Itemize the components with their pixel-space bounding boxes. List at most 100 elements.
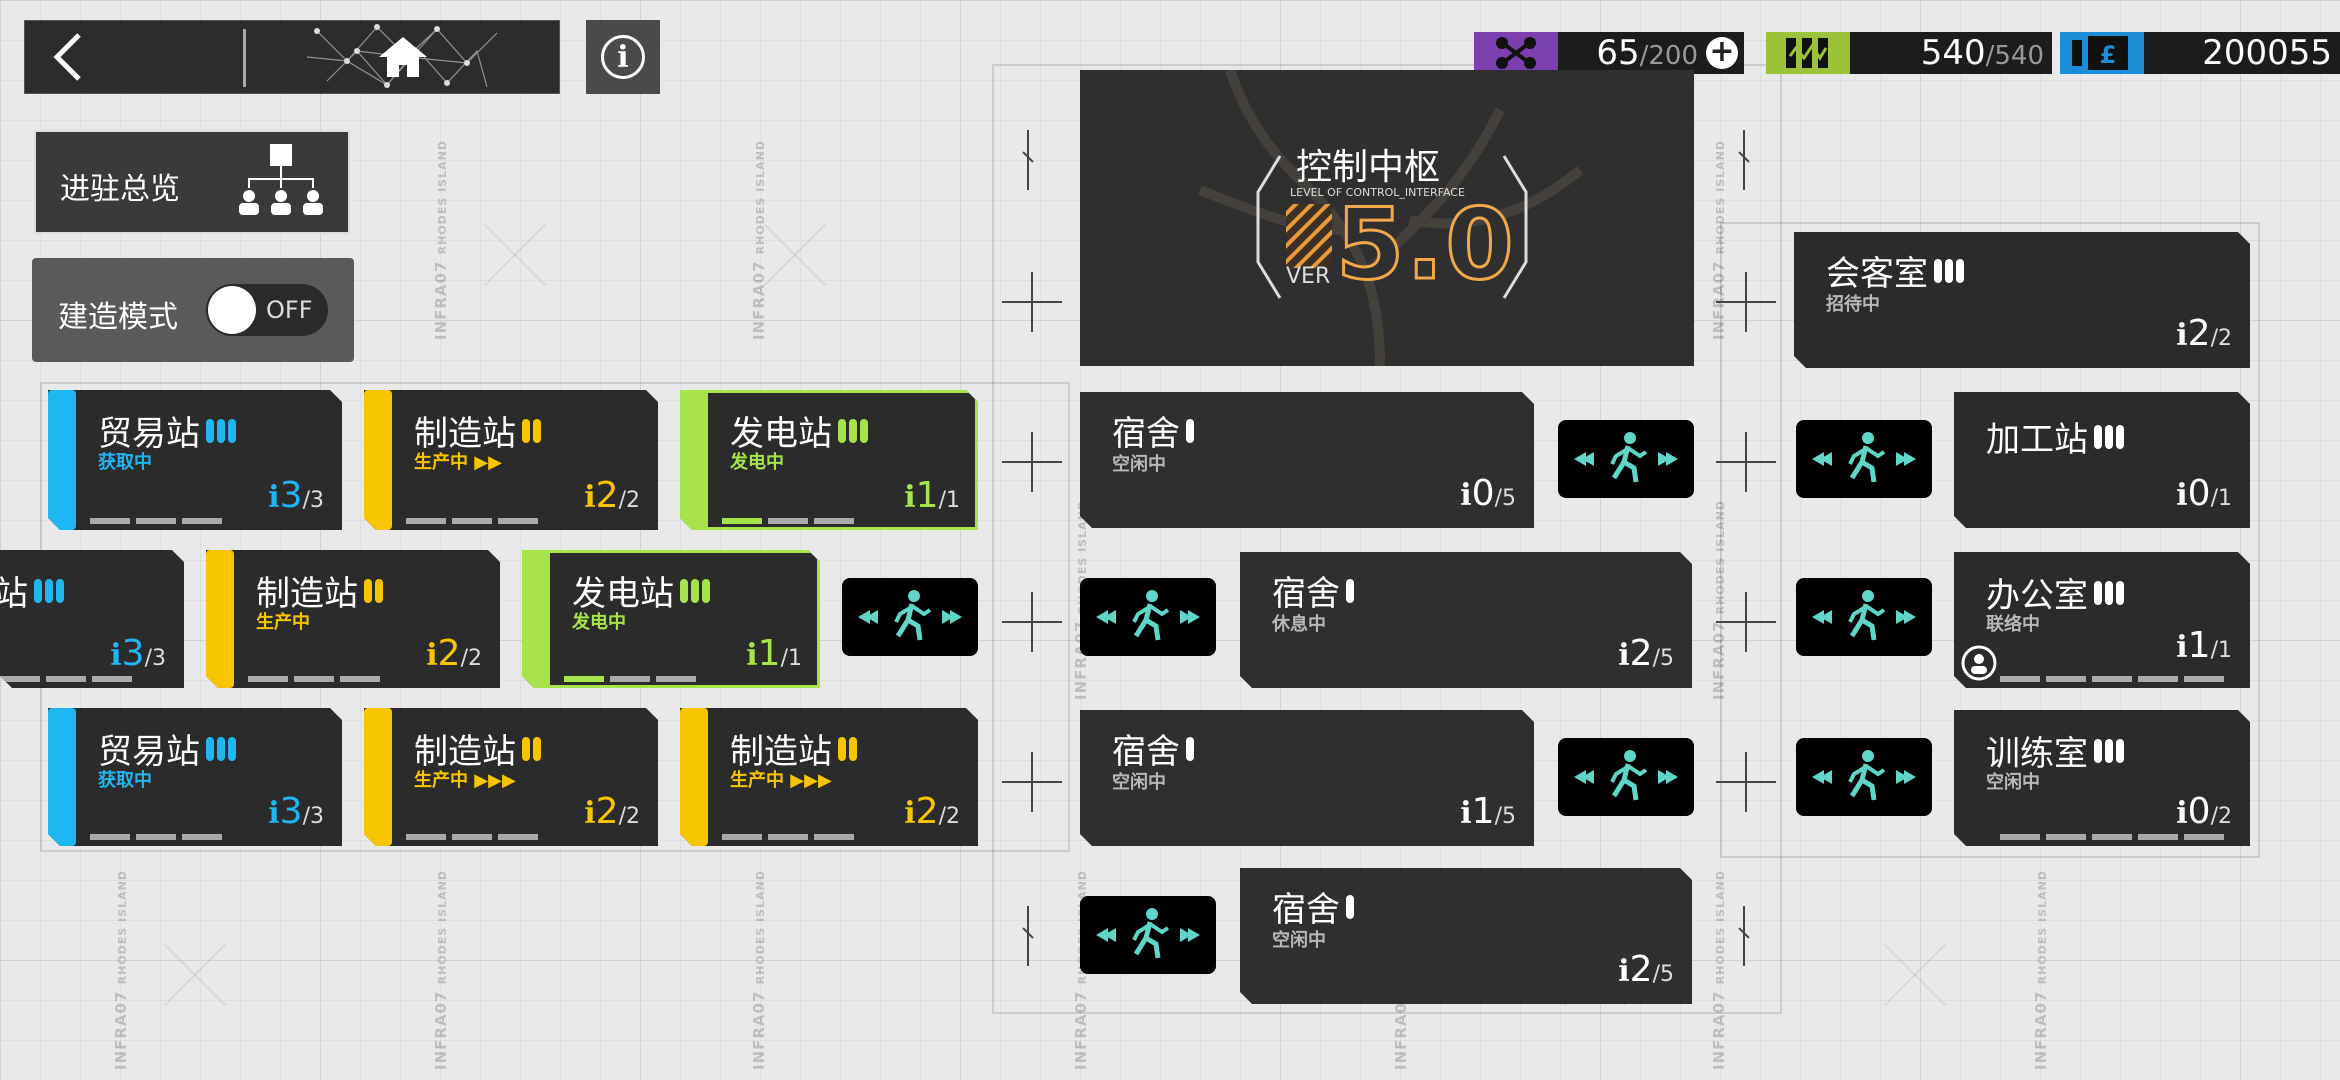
- lmd-resource: £ 200055: [2060, 32, 2340, 74]
- operator-count: i2/2: [904, 791, 960, 832]
- room-name: 制造站: [730, 724, 857, 773]
- build-mode-panel: 建造模式 OFF: [32, 258, 354, 362]
- corridor-stairs[interactable]: [1796, 578, 1932, 656]
- background-x-mark: [760, 220, 830, 290]
- level-pips: [838, 737, 857, 761]
- room-factory[interactable]: 制造站 生产中 i2/2: [206, 550, 500, 688]
- stairs-runner-icon: [1574, 750, 1678, 801]
- build-mode-label: 建造模式: [58, 300, 178, 335]
- room-dormitory[interactable]: 宿舍 空闲中 i1/5: [1080, 710, 1534, 846]
- add-drones-button[interactable]: +: [1706, 37, 1738, 69]
- room-name: 宿舍: [1112, 724, 1194, 773]
- background-x-mark: [1880, 940, 1950, 1010]
- frame-cross: [1716, 752, 1776, 812]
- room-status: 生产中: [256, 612, 310, 633]
- room-factory[interactable]: 制造站 生产中 ▶▶▶ i2/2: [364, 708, 658, 846]
- overview-label: 进驻总览: [60, 172, 180, 207]
- room-name: 会客室: [1826, 246, 1964, 295]
- home-button[interactable]: [247, 21, 559, 93]
- control-center-room[interactable]: 控制中枢 LEVEL OF CONTROL_INTERFACE VER 5.0: [1080, 70, 1694, 366]
- corridor-stairs[interactable]: [1080, 896, 1216, 974]
- room-power-plant[interactable]: 发电站 发电中 i1/1: [680, 390, 978, 530]
- room-color-stripe: [48, 390, 76, 530]
- room-dormitory[interactable]: 宿舍 空闲中 i0/5: [1080, 392, 1534, 528]
- control-level: 5.0: [1335, 187, 1516, 304]
- level-pips: [2094, 425, 2124, 449]
- operator-slots: [90, 518, 222, 524]
- room-workshop[interactable]: 加工站 i0/1: [1954, 392, 2250, 528]
- info-button[interactable]: i: [586, 20, 660, 94]
- frame-cross: [1002, 752, 1062, 812]
- frame-tick: [1734, 906, 1754, 966]
- watermark: INFRA07 RHODES ISLAND: [750, 870, 768, 1070]
- stairs-runner-icon: [858, 590, 962, 641]
- corridor-stairs[interactable]: [1558, 738, 1694, 816]
- room-name: 宿舍: [1272, 882, 1354, 931]
- room-power-plant[interactable]: 发电站 发电中 i1/1: [522, 550, 820, 688]
- frame-cross: [1716, 592, 1776, 652]
- drone-resource[interactable]: 65/200 +: [1474, 32, 1744, 74]
- nav-divider: [243, 29, 246, 87]
- control-subtitle: LEVEL OF CONTROL_INTERFACE: [1290, 186, 1465, 199]
- build-mode-toggle[interactable]: OFF: [206, 284, 328, 336]
- operator-count: i3/3: [268, 475, 324, 516]
- corridor-stairs[interactable]: [1558, 420, 1694, 498]
- room-office[interactable]: 办公室 联络中 i1/1: [1954, 552, 2250, 688]
- level-hatch: [1286, 204, 1332, 268]
- room-status: 空闲中: [1986, 772, 2040, 793]
- home-icon: [379, 37, 427, 77]
- lmd-icon: £: [2060, 32, 2144, 74]
- power-resource: 540/540: [1766, 32, 2052, 74]
- operator-slots: [0, 676, 132, 682]
- corridor-stairs[interactable]: [1796, 420, 1932, 498]
- frame-cross: [1716, 432, 1776, 492]
- bracket-right-icon: [1502, 155, 1528, 299]
- room-training[interactable]: 训练室 空闲中 i0/2: [1954, 710, 2250, 846]
- corridor-stairs[interactable]: [1796, 738, 1932, 816]
- operator-icon: i: [268, 480, 280, 515]
- corridor-stairs[interactable]: [842, 578, 978, 656]
- overview-button[interactable]: 进驻总览: [34, 130, 350, 234]
- room-reception[interactable]: 会客室 招待中 i2/2: [1794, 232, 2250, 368]
- tree-graphic: [1198, 70, 1584, 366]
- room-status: 生产中 ▶▶▶: [730, 770, 832, 791]
- room-color-stripe: [522, 550, 550, 688]
- room-trade-station[interactable]: 贸易站 获取中 i3/3: [48, 390, 342, 530]
- drone-icon: [1474, 32, 1558, 74]
- toggle-knob: [208, 286, 256, 334]
- room-status: 招待中: [1826, 294, 1880, 315]
- operator-count: i2/2: [584, 475, 640, 516]
- watermark: INFRA07 RHODES ISLAND: [432, 140, 450, 340]
- level-pips: [838, 419, 868, 443]
- room-dormitory[interactable]: 宿舍 休息中 i2/5: [1240, 552, 1692, 688]
- level-pips: [2094, 739, 2124, 763]
- drone-count: 65/200: [1596, 33, 1698, 73]
- operator-count: i2/2: [2176, 313, 2232, 354]
- operator-slots: [2000, 834, 2224, 840]
- operator-slots: [406, 518, 538, 524]
- room-factory[interactable]: 制造站 生产中 ▶▶ i2/2: [364, 390, 658, 530]
- back-button[interactable]: [25, 21, 243, 93]
- room-dormitory[interactable]: 宿舍 空闲中 i2/5: [1240, 868, 1692, 1004]
- room-name: 训练室: [1986, 726, 2124, 775]
- level-pips: [522, 419, 541, 443]
- frame-cross: [1002, 272, 1062, 332]
- level-pips: [1346, 895, 1354, 919]
- room-color-stripe: [364, 708, 392, 846]
- operator-slots: [722, 518, 854, 524]
- operator-count: i0/1: [2176, 473, 2232, 514]
- watermark: INFRA07 RHODES ISLAND: [432, 870, 450, 1070]
- corridor-stairs[interactable]: [1080, 578, 1216, 656]
- room-color-stripe: [206, 550, 234, 688]
- room-trade-station[interactable]: 贸易站 获取中 i3/3: [48, 708, 342, 846]
- watermark: INFRA07 RHODES ISLAND: [112, 870, 130, 1070]
- room-name: 宿舍: [1272, 566, 1354, 615]
- room-factory[interactable]: 制造站 生产中 ▶▶▶ i2/2: [680, 708, 978, 846]
- level-pips: [2094, 581, 2124, 605]
- top-nav-bar: [24, 20, 560, 94]
- lmd-count: 200055: [2202, 33, 2332, 73]
- room-status: 发电中: [572, 612, 626, 633]
- level-pips: [206, 419, 236, 443]
- room-trade-station[interactable]: 站 i3/3: [0, 550, 184, 688]
- level-pips: [34, 579, 64, 603]
